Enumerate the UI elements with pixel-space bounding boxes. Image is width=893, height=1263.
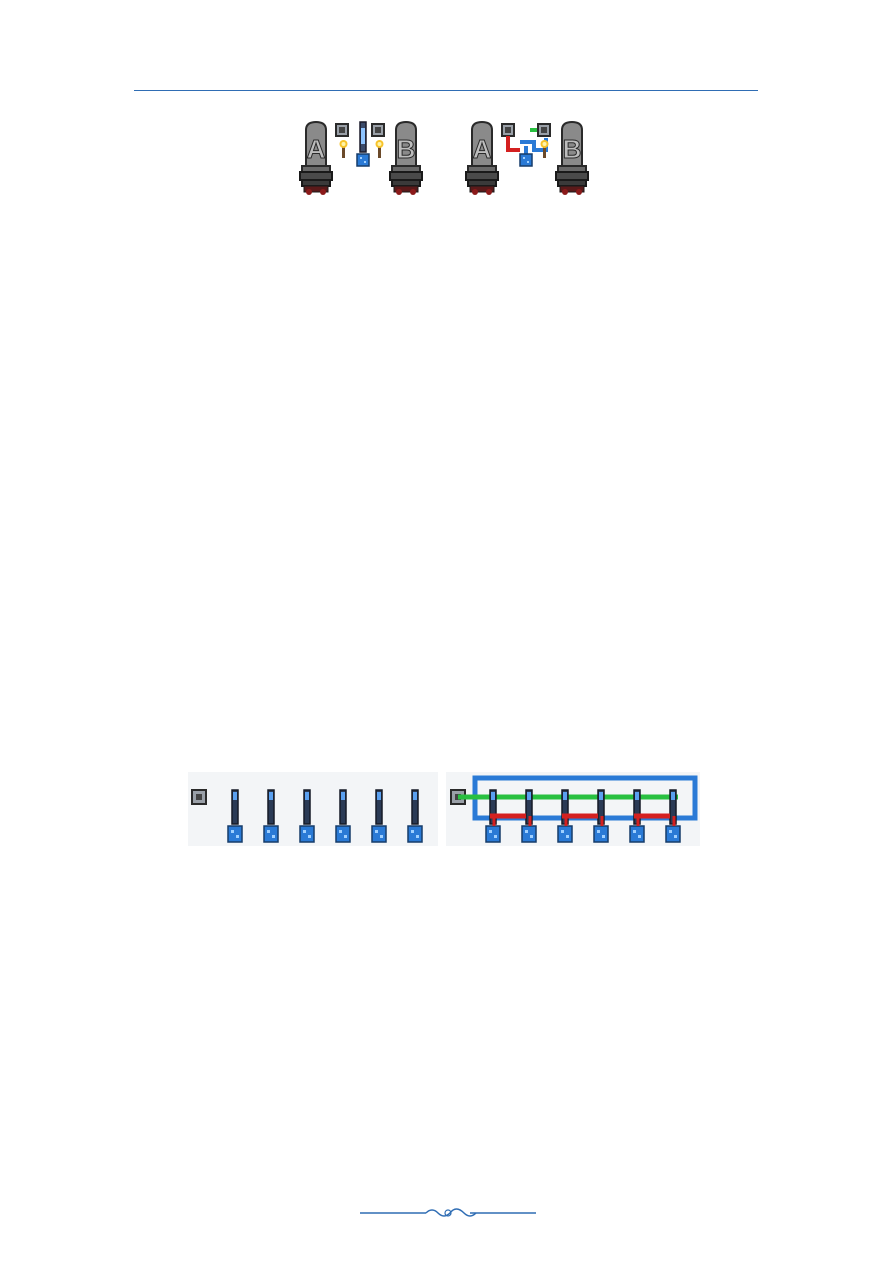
lever-icon bbox=[227, 789, 243, 843]
teleporter-icon bbox=[356, 153, 370, 167]
statue-icon: A bbox=[465, 121, 499, 196]
footer-ornament bbox=[356, 1200, 540, 1226]
lever-icon bbox=[521, 789, 537, 843]
torch-icon bbox=[339, 140, 348, 158]
red-wire bbox=[506, 136, 520, 152]
switch-icon bbox=[501, 123, 515, 137]
lever-icon bbox=[371, 789, 387, 843]
left-statue-group: A B bbox=[299, 121, 423, 196]
statue-icon: B bbox=[555, 121, 589, 196]
switch-icon bbox=[335, 123, 349, 137]
lever-icon bbox=[335, 789, 351, 843]
statue-letter: A bbox=[473, 134, 492, 164]
torch-icon bbox=[375, 140, 384, 158]
right-panel-bg bbox=[446, 772, 700, 846]
lever-wiring-figure bbox=[188, 772, 700, 846]
statue-letter: A bbox=[307, 134, 326, 164]
lever-icon bbox=[299, 789, 315, 843]
statue-wiring-figure: A B A B bbox=[298, 118, 594, 198]
lever-icon bbox=[263, 789, 279, 843]
lever-icon bbox=[557, 789, 573, 843]
teleporter-icon bbox=[519, 153, 533, 167]
right-lever-group bbox=[450, 775, 698, 843]
red-wire-drops bbox=[492, 816, 676, 826]
header-rule bbox=[134, 90, 758, 91]
statue-icon: A bbox=[299, 121, 333, 196]
statue-letter: B bbox=[563, 134, 582, 164]
left-lever-group bbox=[191, 789, 423, 843]
lever-icon bbox=[407, 789, 423, 843]
switch-icon bbox=[537, 123, 551, 137]
switch-icon bbox=[371, 123, 385, 137]
switch-icon bbox=[191, 789, 207, 805]
statue-letter: B bbox=[397, 134, 416, 164]
statue-icon: B bbox=[389, 121, 423, 196]
right-statue-group: A B bbox=[465, 121, 589, 196]
